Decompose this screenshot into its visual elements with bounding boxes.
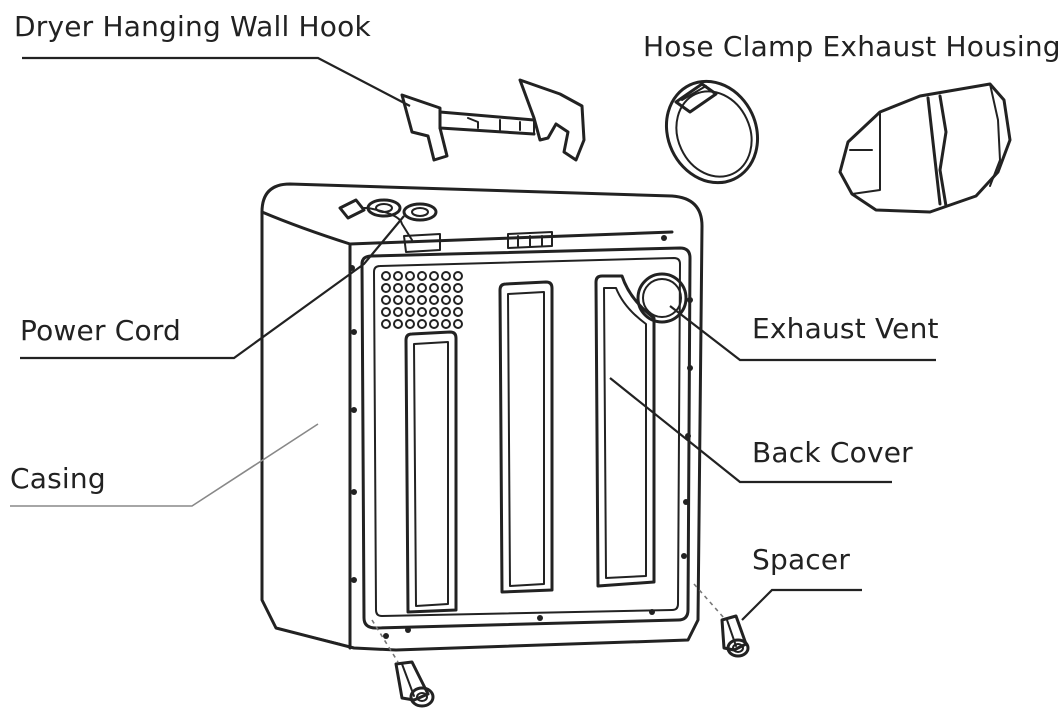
leader-casing bbox=[10, 423, 319, 507]
vent-holes bbox=[381, 271, 463, 329]
label-power-cord: Power Cord bbox=[20, 314, 182, 347]
exhaust-housing-illustration bbox=[838, 82, 1012, 214]
label-dryer-hanging-wall-hook: Dryer Hanging Wall Hook bbox=[14, 10, 371, 43]
leader-spacer bbox=[741, 588, 862, 621]
label-exhaust-vent: Exhaust Vent bbox=[752, 312, 939, 345]
leader-wall-hook bbox=[22, 56, 411, 107]
label-spacer: Spacer bbox=[752, 543, 851, 576]
leader-exhaust-vent bbox=[669, 305, 936, 362]
hose-clamp-illustration bbox=[664, 79, 760, 185]
dryer-body-illustration bbox=[260, 182, 704, 652]
label-hose-clamp-exhaust-housing: Hose Clamp Exhaust Housing bbox=[643, 30, 1061, 63]
leader-lines bbox=[10, 56, 936, 621]
spacer-left-illustration bbox=[394, 660, 435, 708]
leader-power-cord bbox=[20, 215, 405, 360]
wall-hook-illustration bbox=[400, 78, 586, 162]
label-casing: Casing bbox=[10, 462, 106, 495]
spacer-right-illustration bbox=[720, 614, 750, 658]
label-back-cover: Back Cover bbox=[752, 436, 913, 469]
leader-back-cover bbox=[609, 377, 892, 484]
